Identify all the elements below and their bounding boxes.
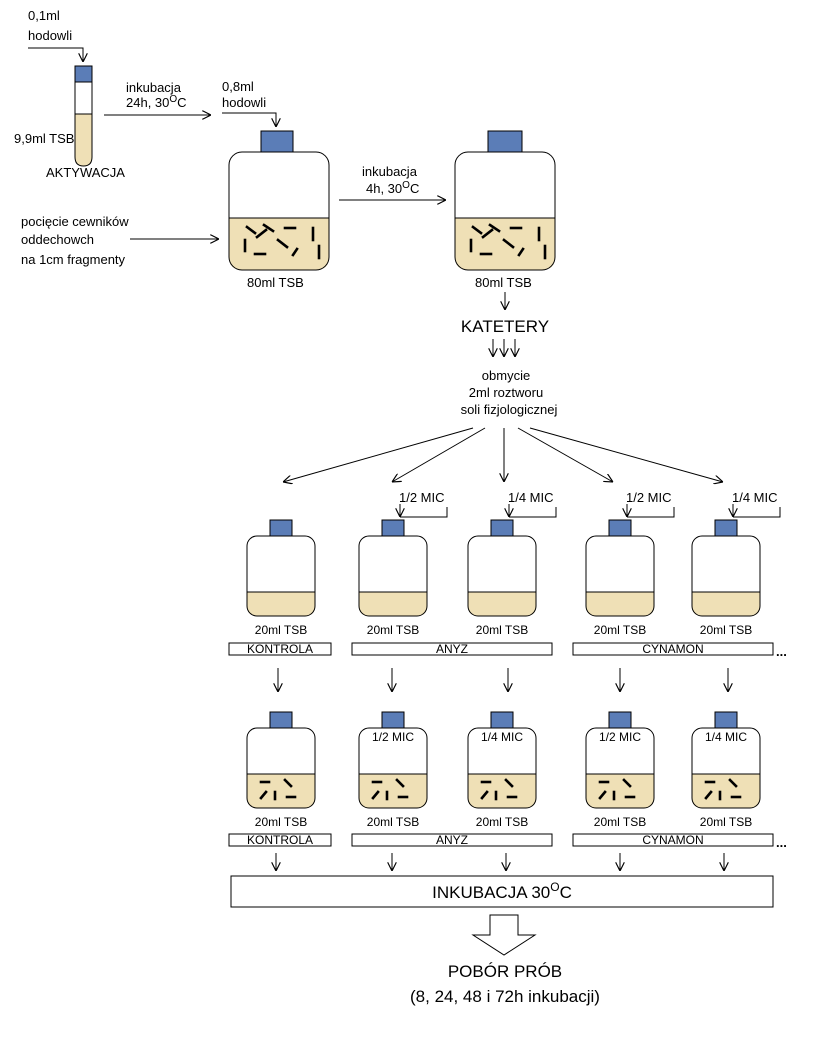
distribute-arrow-cinnamon-quarter <box>529 427 723 482</box>
row1-bottle1-cap-icon <box>269 519 293 537</box>
row2-volume-1: 20ml TSB <box>255 815 307 829</box>
row1-mic-line-3 <box>627 507 675 518</box>
row1-more-ellipsis: ... <box>776 644 787 659</box>
row1-volume-2: 20ml TSB <box>367 623 419 637</box>
row1-mic-label-3: 1/2 MIC <box>626 490 672 505</box>
catheter-prep-line2: oddechowch <box>21 232 94 247</box>
wash-line3: soli fizjologicznej <box>461 402 558 417</box>
row1-bottle-cinnamon-half <box>585 535 655 617</box>
bottle2-with-catheters <box>453 150 557 272</box>
row2-group-cinnamon <box>572 833 774 847</box>
bottle2-cap-icon <box>487 130 523 153</box>
incubation-box <box>230 875 774 908</box>
row1-volume-5: 20ml TSB <box>700 623 752 637</box>
row2-bottle1-cap-icon <box>269 711 293 729</box>
row2-group-control-label: KONTROLA <box>247 833 313 847</box>
culture-input-label: hodowli <box>28 28 72 43</box>
catheters-heading: KATETERY <box>461 317 549 336</box>
row2-mic-label-4: 1/4 MIC <box>705 730 747 744</box>
row2-volume-3: 20ml TSB <box>476 815 528 829</box>
wash-line2: 2ml roztworu <box>469 385 543 400</box>
bottle1-cap-icon <box>260 130 294 153</box>
row1-bottle3-cap-icon <box>490 519 514 537</box>
catheter-prep-line1: pocięcie cewników <box>21 214 129 229</box>
tube-cap-icon <box>74 65 93 83</box>
step1-incubation-line2: 24h, 30OC <box>126 94 187 110</box>
bottle1-input-arrow <box>222 112 276 127</box>
row1-bottle4-cap-icon <box>608 519 632 537</box>
distribute-arrow-cinnamon-half <box>517 427 613 482</box>
activation-tube <box>74 65 93 167</box>
row2-volume-5: 20ml TSB <box>700 815 752 829</box>
row1-bottle-cinnamon-quarter <box>691 535 761 617</box>
bottle2-volume: 80ml TSB <box>475 275 532 290</box>
bottle1-volume: 80ml TSB <box>247 275 304 290</box>
row2-volume-4: 20ml TSB <box>594 815 646 829</box>
row1-group-cinnamon-label: CYNAMON <box>642 642 703 656</box>
culture-input-amount: 0,1ml <box>28 8 60 23</box>
row2-mic-label-3: 1/2 MIC <box>599 730 641 744</box>
step2-incubation-line2: 4h, 30OC <box>366 180 419 196</box>
row1-bottle-anise-half <box>358 535 428 617</box>
row2-group-control <box>228 833 332 847</box>
row2-group-anise-label: ANYŻ <box>436 833 468 847</box>
row2-group-anise <box>351 833 553 847</box>
row2-mic-label-2: 1/4 MIC <box>481 730 523 744</box>
activation-volume: 9,9ml TSB <box>14 131 74 146</box>
row1-bottle-control <box>246 535 316 617</box>
row1-mic-line-4 <box>733 507 781 518</box>
sampling-arrow-icon <box>471 914 537 956</box>
row2-bottle2-cap-icon <box>381 711 405 729</box>
row2-mic-label-1: 1/2 MIC <box>372 730 414 744</box>
distribute-arrow-anise-half <box>392 427 486 482</box>
row2-group-cinnamon-label: CYNAMON <box>642 833 703 847</box>
step2-incubation-line1: inkubacja <box>362 164 418 179</box>
row2-volume-2: 20ml TSB <box>367 815 419 829</box>
bottle1-input-amount: 0,8ml <box>222 79 254 94</box>
row1-volume-1: 20ml TSB <box>255 623 307 637</box>
sampling-heading: POBÓR PRÓB <box>448 962 562 981</box>
row2-more-ellipsis: ... <box>776 835 787 850</box>
row1-group-control <box>228 642 332 656</box>
culture-input-arrow <box>28 47 83 62</box>
incubation-label: INKUBACJA 30OC <box>432 880 572 902</box>
row1-mic-label-4: 1/4 MIC <box>732 490 778 505</box>
row1-bottle5-cap-icon <box>714 519 738 537</box>
row2-bottle4-cap-icon <box>608 711 632 729</box>
row1-volume-4: 20ml TSB <box>594 623 646 637</box>
row1-group-cinnamon <box>572 642 774 656</box>
sampling-times: (8, 24, 48 i 72h inkubacji) <box>410 987 600 1006</box>
bottle1-with-catheters <box>227 150 331 272</box>
distribute-arrow-control <box>283 427 474 482</box>
row2-bottle3-cap-icon <box>490 711 514 729</box>
wash-line1: obmycie <box>482 368 530 383</box>
row1-group-anise <box>351 642 553 656</box>
row1-mic-label-2: 1/4 MIC <box>508 490 554 505</box>
row1-mic-line-2 <box>509 507 557 518</box>
row1-mic-line-1 <box>400 507 448 518</box>
row2-bottle-control <box>245 726 317 810</box>
row1-group-anise-label: ANYŻ <box>436 642 468 656</box>
row1-bottle-anise-quarter <box>467 535 537 617</box>
row1-volume-3: 20ml TSB <box>476 623 528 637</box>
step1-incubation-line1: inkubacja <box>126 80 182 95</box>
bottle1-input-label: hodowli <box>222 95 266 110</box>
row1-mic-label-1: 1/2 MIC <box>399 490 445 505</box>
row2-bottle5-cap-icon <box>714 711 738 729</box>
row1-group-control-label: KONTROLA <box>247 642 313 656</box>
catheter-prep-line3: na 1cm fragmenty <box>21 252 126 267</box>
row1-bottle2-cap-icon <box>381 519 405 537</box>
activation-label: AKTYWACJA <box>46 165 125 180</box>
